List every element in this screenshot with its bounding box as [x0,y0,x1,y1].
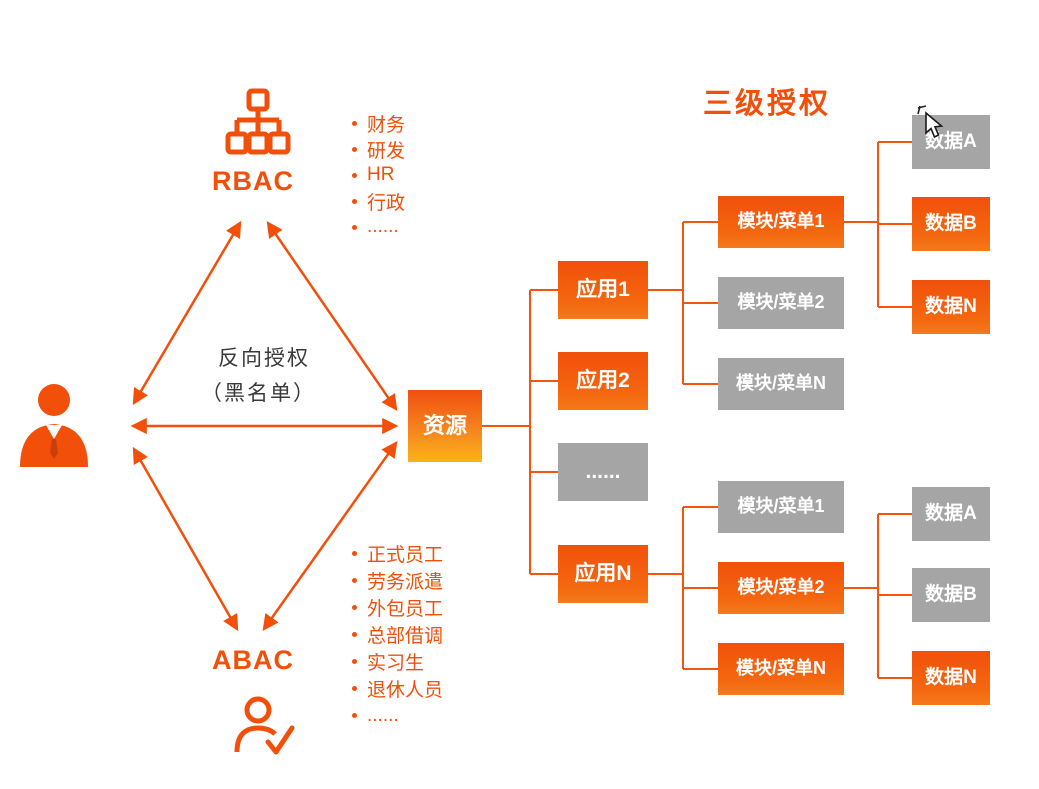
module-top-node-2: 模块/菜单2 [718,277,844,329]
bullet-icon [352,551,357,556]
data-top-node-n: 数据N [912,280,990,334]
list-item: 行政 [352,188,405,214]
page-title: 三级授权 [703,88,832,120]
mouse-pointer-icon [917,105,947,139]
bullet-icon [352,578,357,583]
rbac-item: HR [367,164,395,185]
app-node-1: 应用1 [558,261,648,319]
bullet-icon [352,632,357,637]
list-item: 退休人员 [352,675,443,702]
abac-label: ABAC [212,645,294,675]
bullet-icon [352,659,357,664]
rbac-item: 财务 [367,114,406,136]
rbac-item: 研发 [367,140,406,162]
list-item: 研发 [352,136,405,162]
module-bottom-node-n: 模块/菜单N [718,643,844,695]
abac-item: 劳务派遣 [367,572,444,593]
app-node-ellipsis: ...... [558,443,648,501]
org-chart-icon [225,88,291,160]
bullet-icon [352,172,357,178]
abac-item: 总部借调 [367,626,444,647]
list-item: ...... [352,702,443,729]
person-check-icon [232,696,296,758]
bullet-icon [352,120,357,126]
list-item: 实习生 [352,648,443,675]
app-node-n: 应用N [558,545,648,603]
rbac-item: 行政 [367,192,406,214]
rbac-role-list: 财务 研发 HR 行政 ...... [352,110,405,240]
module-top-node-n: 模块/菜单N [718,358,844,410]
rbac-label: RBAC [212,166,294,196]
data-bottom-node-a: 数据A [912,487,990,541]
abac-item: 外包员工 [367,599,444,620]
resource-node: 资源 [408,390,482,462]
bullet-icon [352,224,357,230]
abac-attribute-list: 正式员工 劳务派遣 外包员工 总部借调 实习生 退休人员 ...... [352,540,443,729]
abac-item: ...... [367,704,399,726]
abac-item: 退休人员 [367,680,444,701]
list-item: HR [352,162,405,188]
module-bottom-node-1: 模块/菜单1 [718,481,844,533]
module-bottom-node-2: 模块/菜单2 [718,562,844,614]
user-silhouette-icon [14,383,94,467]
list-item: 总部借调 [352,621,443,648]
bullet-icon [352,686,357,691]
app-node-2: 应用2 [558,352,648,410]
blacklist-label: （黑名单） [201,382,316,405]
data-top-node-b: 数据B [912,197,990,251]
data-bottom-node-n: 数据N [912,651,990,705]
abac-item: 实习生 [367,653,425,674]
list-item: 劳务派遣 [352,567,443,594]
reverse-auth-label: 反向授权 [218,347,310,370]
data-bottom-node-b: 数据B [912,568,990,622]
bullet-icon [352,146,357,152]
rbac-item: ...... [367,216,399,237]
bullet-icon [352,198,357,204]
list-item: 正式员工 [352,540,443,567]
list-item: ...... [352,214,405,240]
list-item: 外包员工 [352,594,443,621]
list-item: 财务 [352,110,405,136]
abac-item: 正式员工 [367,545,444,566]
tree-connectors [482,141,912,679]
bullet-icon [352,713,357,718]
bullet-icon [352,605,357,610]
module-top-node-1: 模块/菜单1 [718,196,844,248]
